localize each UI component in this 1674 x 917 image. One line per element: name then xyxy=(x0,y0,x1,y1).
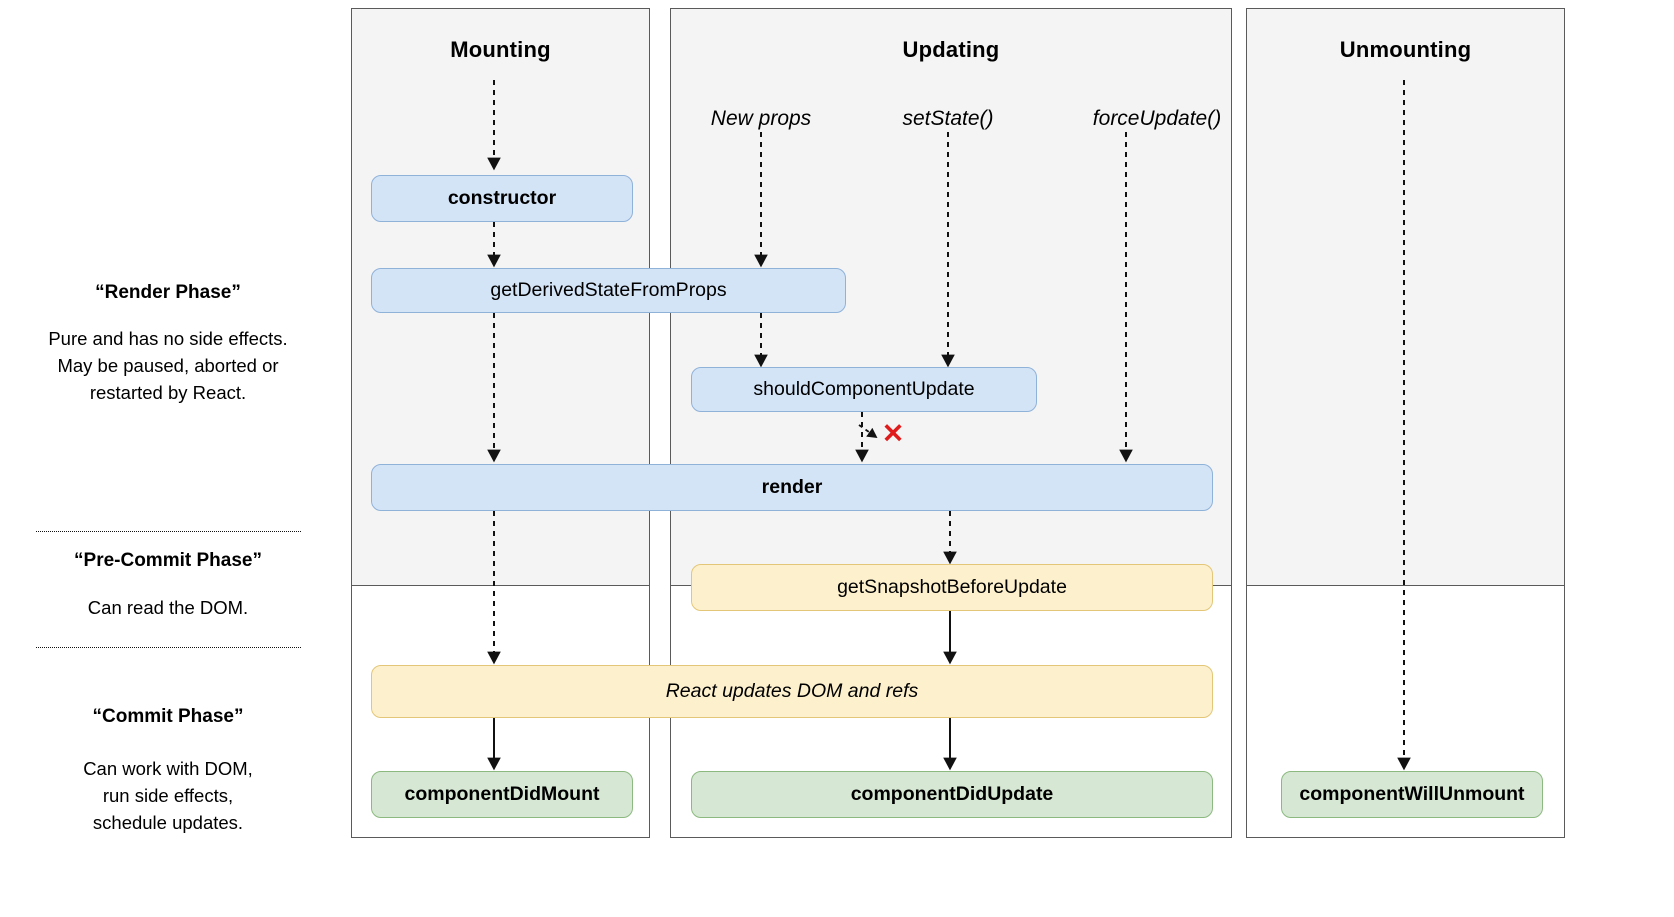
node-should-component-update[interactable]: shouldComponentUpdate xyxy=(691,367,1037,412)
node-component-did-mount[interactable]: componentDidMount xyxy=(371,771,633,818)
phase-divider-top xyxy=(36,531,301,532)
column-title-unmounting: Unmounting xyxy=(1339,37,1472,62)
phase-description-commit: Can work with DOM, run side effects, sch… xyxy=(18,756,318,836)
phase-render-line-3: restarted by React. xyxy=(89,381,247,403)
phase-pre-commit-line-1: Can read the DOM. xyxy=(87,597,249,618)
phase-divider-bottom xyxy=(36,647,301,648)
phase-description-render: Pure and has no side effects. May be pau… xyxy=(18,326,318,406)
phase-commit-line-1: Can work with DOM, xyxy=(83,758,253,779)
column-unmounting: Unmounting xyxy=(1246,8,1565,838)
node-react-updates-dom-and-refs[interactable]: React updates DOM and refs xyxy=(371,665,1213,718)
trigger-force-update: forceUpdate() xyxy=(1092,107,1222,130)
node-get-derived-state-from-props[interactable]: getDerivedStateFromProps xyxy=(371,268,846,313)
node-component-did-update[interactable]: componentDidUpdate xyxy=(691,771,1213,818)
trigger-set-state: setState() xyxy=(902,107,994,130)
phase-render-line-1: Pure and has no side effects. xyxy=(48,328,288,349)
phase-commit-line-2: run side effects, xyxy=(102,784,234,806)
column-title-updating: Updating xyxy=(902,37,1000,62)
skip-render-x-icon: ✕ xyxy=(881,418,905,449)
node-get-snapshot-before-update[interactable]: getSnapshotBeforeUpdate xyxy=(691,564,1213,611)
phase-title-commit: “Commit Phase” xyxy=(92,706,244,727)
trigger-new-props: New props xyxy=(710,107,812,130)
column-title-mounting: Mounting xyxy=(450,37,551,62)
phase-commit-line-3: schedule updates. xyxy=(92,811,244,833)
phase-title-pre-commit: “Pre-Commit Phase” xyxy=(74,550,262,571)
node-component-will-unmount[interactable]: componentWillUnmount xyxy=(1281,771,1543,818)
phase-render-line-2: May be paused, aborted or xyxy=(57,354,279,376)
node-render[interactable]: render xyxy=(371,464,1213,511)
phase-description-pre-commit: Can read the DOM. xyxy=(18,595,318,622)
node-constructor[interactable]: constructor xyxy=(371,175,633,222)
phase-title-render: “Render Phase” xyxy=(95,282,241,303)
unmounting-render-phase-bg xyxy=(1247,9,1564,586)
